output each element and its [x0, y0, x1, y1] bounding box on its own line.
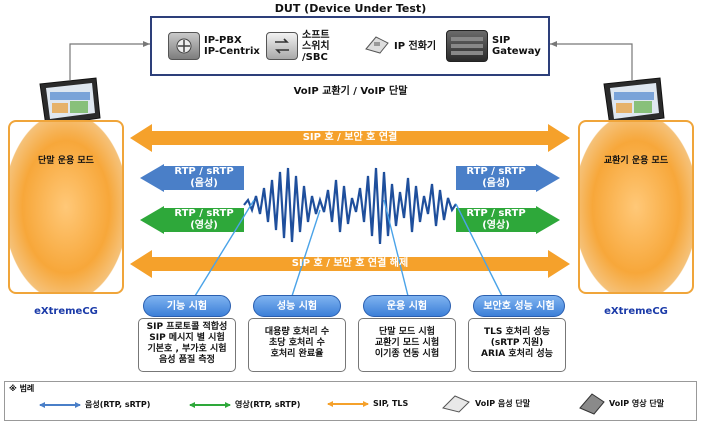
- test2-connector: [291, 209, 321, 297]
- test-2-line-3: 호처리 완료율: [270, 349, 324, 359]
- test-1-line-1: SIP 프로토콜 적합성: [146, 322, 228, 332]
- right-panel-mode: 교환기 운용 모드: [603, 156, 669, 166]
- test-1-line-2: SIP 메시지 별 시험: [149, 333, 225, 343]
- left-panel: 단말 운용 모드: [8, 120, 124, 294]
- voip-title: VoIP 교환기 / VoIP 단말: [293, 86, 408, 97]
- ip-phone-label: IP 전화기: [394, 40, 437, 52]
- legend-sip-arrow-icon: [327, 400, 369, 407]
- softswitch-device: 소프트 스위치 /SBC: [266, 18, 330, 74]
- left-connector-line: [69, 43, 150, 80]
- test-2-line-2: 초당 호처리 수: [269, 338, 325, 348]
- test-1-line-3: 기본호 , 부가호 시험: [147, 344, 227, 354]
- left-monitor-icon: [38, 77, 112, 136]
- right-video-label: RTP / sRTP (영상): [456, 208, 536, 232]
- voip-video-terminal-icon: [579, 393, 605, 415]
- test-3-title: 운용 시험: [363, 295, 451, 317]
- test-2-body: 대용량 호처리 수 초당 호처리 수 호처리 완료율: [248, 318, 346, 372]
- gateway-icon: [446, 30, 488, 62]
- test-1-body: SIP 프로토콜 적합성 SIP 메시지 별 시험 기본호 , 부가호 시험 음…: [138, 318, 236, 372]
- test-2-title: 성능 시험: [253, 295, 341, 317]
- legend-voice: 음성(RTP, sRTP): [39, 399, 150, 410]
- legend-voip-video-terminal-label: VoIP 영상 단말: [609, 398, 665, 408]
- right-voice-label-line2: (음성): [482, 178, 510, 189]
- pbx-icon: [168, 32, 200, 60]
- right-connector-arrowhead: [550, 41, 557, 47]
- right-brand: eXtremeCG: [604, 306, 668, 317]
- dut-box: IP-PBX IP-Centrix 소프트 스위치 /SBC IP 전화기 SI…: [150, 16, 550, 76]
- legend-voip-video-terminal: VoIP 영상 단말: [577, 390, 664, 416]
- test-4-line-3: ARIA 호처리 성능: [481, 349, 553, 359]
- right-monitor-icon: [602, 77, 676, 136]
- voip-voice-terminal-icon: [442, 395, 470, 413]
- test3-connector: [383, 199, 409, 297]
- softswitch-label-2: 스위치: [302, 40, 330, 52]
- ip-phone-device: IP 전화기: [364, 18, 436, 74]
- test-4-body: TLS 호처리 성능 (sRTP 지원) ARIA 호처리 성능: [468, 318, 566, 372]
- legend-sip-label: SIP, TLS: [373, 399, 409, 408]
- left-video-label-line2: (영상): [190, 220, 218, 231]
- left-voice-label-line2: (음성): [190, 178, 218, 189]
- test-4-title: 보안호 성능 시험: [473, 295, 565, 317]
- test-3-line-3: 이기종 연동 시험: [374, 349, 440, 359]
- right-voice-label-line1: RTP / sRTP: [466, 166, 526, 177]
- test-2-line-1: 대용량 호처리 수: [264, 327, 330, 337]
- sip-release-label: SIP 호 / 보안 호 연결 해제: [291, 258, 409, 269]
- left-voice-label-line1: RTP / sRTP: [174, 166, 234, 177]
- signal-wave: [243, 167, 457, 245]
- legend: ※ 범례 음성(RTP, sRTP) 영상(RTP, sRTP) SIP, TL…: [4, 381, 697, 421]
- left-video-label-line1: RTP / sRTP: [174, 208, 234, 219]
- right-voice-arrow: [456, 164, 560, 192]
- right-voice-label: RTP / sRTP (음성): [456, 166, 536, 190]
- legend-voice-label: 음성(RTP, sRTP): [85, 400, 151, 409]
- test-3-line-2: 교환기 모드 시험: [374, 338, 440, 348]
- left-panel-mode: 단말 운용 모드: [38, 156, 94, 166]
- pbx-label-2: IP-Centrix: [204, 46, 260, 57]
- ip-pbx-device: IP-PBX IP-Centrix: [168, 18, 260, 74]
- test-3-body: 단말 모드 시험 교환기 모드 시험 이기종 연동 시험: [358, 318, 456, 372]
- left-video-label: RTP / sRTP (영상): [164, 208, 244, 232]
- test-1-line-4: 음성 품질 측정: [159, 355, 215, 365]
- right-panel: 교환기 운용 모드: [578, 120, 694, 294]
- sip-connect-label: SIP 호 / 보안 호 연결: [302, 132, 398, 143]
- legend-video: 영상(RTP, sRTP): [189, 399, 300, 410]
- legend-video-arrow-icon: [189, 401, 231, 408]
- sip-connect-arrow: [130, 124, 570, 152]
- sip-release-arrow: [130, 250, 570, 278]
- legend-video-label: 영상(RTP, sRTP): [235, 400, 301, 409]
- softswitch-label-3: /SBC: [302, 51, 328, 63]
- left-connector-arrowhead: [143, 41, 150, 47]
- test-3-line-1: 단말 모드 시험: [379, 327, 435, 337]
- pbx-label-1: IP-PBX: [204, 35, 242, 46]
- test4-connector: [455, 203, 503, 297]
- left-voice-arrow: [140, 164, 244, 192]
- test1-connector: [194, 199, 255, 297]
- softswitch-label-1: 소프트: [302, 29, 330, 41]
- right-video-label-line1: RTP / sRTP: [466, 208, 526, 219]
- dut-title: DUT (Device Under Test): [274, 2, 427, 15]
- ip-phone-icon: [364, 33, 390, 59]
- left-voice-label: RTP / sRTP (음성): [164, 166, 244, 190]
- test-4-line-1: TLS 호처리 성능: [483, 327, 551, 337]
- legend-sip: SIP, TLS: [327, 399, 408, 408]
- sip-gateway-device: SIP Gateway: [446, 18, 541, 74]
- legend-title: ※ 범례: [9, 384, 35, 393]
- test-4-line-2: (sRTP 지원): [490, 338, 544, 348]
- gateway-label-1: SIP: [492, 35, 511, 46]
- softswitch-icon: [266, 32, 298, 60]
- test-1-title: 기능 시험: [143, 295, 231, 317]
- legend-voip-voice-terminal: VoIP 음성 단말: [441, 392, 530, 414]
- legend-voice-arrow-icon: [39, 401, 81, 408]
- left-brand: eXtremeCG: [34, 306, 98, 317]
- gateway-label-2: Gateway: [492, 46, 541, 57]
- right-connector-line: [550, 43, 633, 80]
- right-video-arrow: [456, 206, 560, 234]
- right-video-label-line2: (영상): [482, 220, 510, 231]
- left-video-arrow: [140, 206, 244, 234]
- legend-voip-voice-terminal-label: VoIP 음성 단말: [475, 398, 531, 408]
